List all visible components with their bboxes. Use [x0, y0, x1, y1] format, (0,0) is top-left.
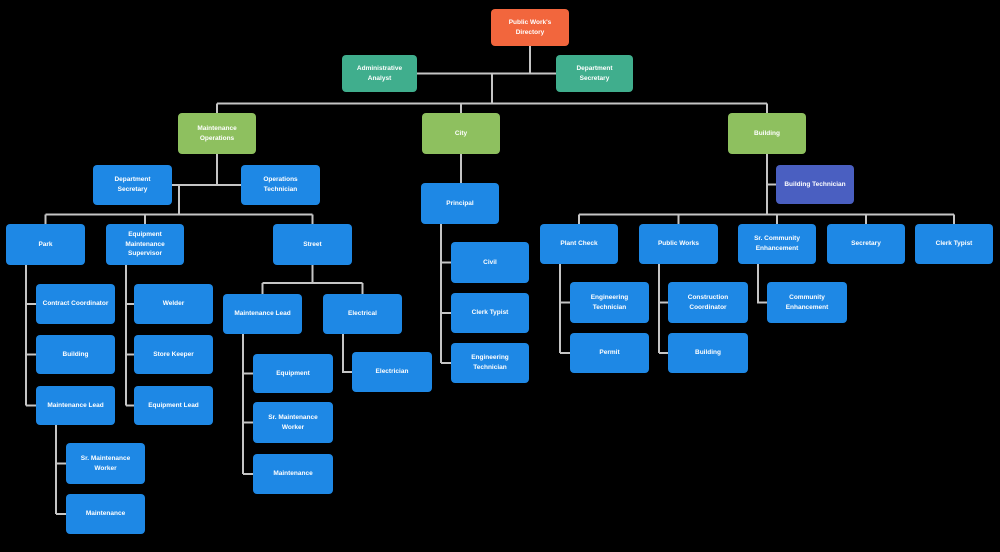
org-node-label: Public Work's Directory	[508, 18, 552, 36]
org-node-community-enhancement[interactable]: Community Enhancement	[767, 282, 847, 323]
org-node-plant-check[interactable]: Plant Check	[540, 224, 618, 264]
org-node-building[interactable]: Building	[728, 113, 806, 154]
org-node-sr-community-enhancement[interactable]: Sr. Community Enhancement	[738, 224, 816, 264]
org-node-label: Maintenance Lead	[234, 310, 291, 318]
org-node-park[interactable]: Park	[6, 224, 85, 265]
org-node-electrician[interactable]: Electrician	[352, 352, 432, 392]
org-node-principal[interactable]: Principal	[421, 183, 499, 224]
org-node-construction-coordinator[interactable]: Construction Coordinator	[668, 282, 748, 323]
org-node-store-keeper[interactable]: Store Keeper	[134, 335, 213, 374]
org-node-clerk-typist-city[interactable]: Clerk Typist	[451, 293, 529, 333]
org-node-label: Permit	[599, 349, 620, 357]
org-node-building-park[interactable]: Building	[36, 335, 115, 374]
org-node-label: Equipment Lead	[148, 401, 199, 409]
org-node-label: Electrician	[375, 368, 409, 376]
org-node-welder[interactable]: Welder	[134, 284, 213, 324]
org-node-equipment-lead[interactable]: Equipment Lead	[134, 386, 213, 425]
org-node-contract-coordinator[interactable]: Contract Coordinator	[36, 284, 115, 324]
org-node-label: Secretary	[851, 240, 881, 248]
org-node-label: Principal	[446, 199, 474, 207]
org-node-label: Sr. Community Enhancement	[754, 235, 800, 252]
org-node-operations-technician[interactable]: Operations Technician	[241, 165, 320, 205]
org-node-label: Administrative Analyst	[356, 64, 403, 82]
org-node-electrical[interactable]: Electrical	[323, 294, 402, 334]
org-node-label: Operations Technician	[263, 176, 298, 193]
org-node-label: Sr. Maintenance Worker	[268, 413, 318, 431]
org-node-label: Plant Check	[560, 240, 598, 248]
org-node-department-secretary-top[interactable]: Department Secretary	[556, 55, 633, 92]
org-node-engineering-technician-city[interactable]: Engineering Technician	[451, 343, 529, 383]
connector-segment	[342, 334, 352, 373]
org-node-engineering-technician-plant-check[interactable]: Engineering Technician	[570, 282, 649, 323]
org-node-administrative-analyst[interactable]: Administrative Analyst	[342, 55, 417, 92]
org-node-maintenance-operations[interactable]: Maintenance Operations	[178, 113, 256, 154]
org-node-secretary[interactable]: Secretary	[827, 224, 905, 264]
org-node-clerk-typist-building[interactable]: Clerk Typist	[915, 224, 993, 264]
org-node-building-technician[interactable]: Building Technician	[776, 165, 854, 204]
org-node-equipment[interactable]: Equipment	[253, 354, 333, 393]
org-node-label: Welder	[162, 300, 185, 308]
org-node-label: Street	[303, 240, 322, 248]
org-node-label: City	[454, 129, 468, 137]
org-node-label: Equipment Maintenance Supervisor	[125, 230, 165, 258]
org-node-maintenance-lead-street[interactable]: Maintenance Lead	[223, 294, 302, 334]
org-node-public-works-directory[interactable]: Public Work's Directory	[491, 9, 569, 46]
org-node-label: Community Enhancement	[785, 293, 829, 311]
org-node-department-secretary[interactable]: Department Secretary	[93, 165, 172, 205]
org-node-label: Clerk Typist	[935, 240, 973, 248]
org-node-maintenance-lead-park[interactable]: Maintenance Lead	[36, 386, 115, 425]
org-node-street[interactable]: Street	[273, 224, 352, 265]
org-node-label: Engineering Technician	[471, 354, 509, 371]
org-node-label: Building	[754, 129, 780, 137]
org-node-equipment-maintenance-supervisor[interactable]: Equipment Maintenance Supervisor	[106, 224, 184, 265]
org-node-label: Maintenance	[273, 470, 313, 478]
connector-group	[25, 46, 955, 515]
org-node-label: Maintenance Lead	[47, 401, 104, 409]
org-node-label: Store Keeper	[153, 350, 194, 358]
org-node-sr-maintenance-worker-park[interactable]: Sr. Maintenance Worker	[66, 443, 145, 484]
org-node-city[interactable]: City	[422, 113, 500, 154]
org-node-permit[interactable]: Permit	[570, 333, 649, 373]
org-node-civil[interactable]: Civil	[451, 242, 529, 283]
connector-segment	[757, 264, 767, 304]
org-node-label: Clerk Typist	[471, 309, 509, 317]
org-node-maintenance-street[interactable]: Maintenance	[253, 454, 333, 494]
org-node-label: Department Secretary	[576, 64, 613, 82]
org-node-public-works[interactable]: Public Works	[639, 224, 718, 264]
org-node-label: Department Secretary	[114, 176, 151, 193]
org-node-label: Electrical	[348, 310, 377, 318]
org-node-label: Park	[38, 240, 53, 248]
org-node-label: Building	[695, 349, 721, 357]
org-node-label: Construction Coordinator	[687, 293, 729, 311]
org-node-label: Civil	[483, 258, 497, 266]
org-node-building-public-works[interactable]: Building	[668, 333, 748, 373]
org-node-sr-maintenance-worker-street[interactable]: Sr. Maintenance Worker	[253, 402, 333, 443]
org-node-label: Maintenance Operations	[197, 124, 237, 142]
org-node-label: Sr. Maintenance Worker	[80, 454, 131, 472]
org-node-label: Equipment	[276, 369, 310, 377]
org-node-label: Building Technician	[784, 180, 846, 188]
org-node-label: Contract Coordinator	[42, 300, 109, 308]
org-node-label: Public Works	[657, 240, 700, 248]
org-node-label: Building	[62, 350, 89, 358]
org-node-maintenance-park[interactable]: Maintenance	[66, 494, 145, 534]
org-node-label: Engineering Technician	[590, 293, 629, 311]
org-node-label: Maintenance	[85, 510, 126, 518]
